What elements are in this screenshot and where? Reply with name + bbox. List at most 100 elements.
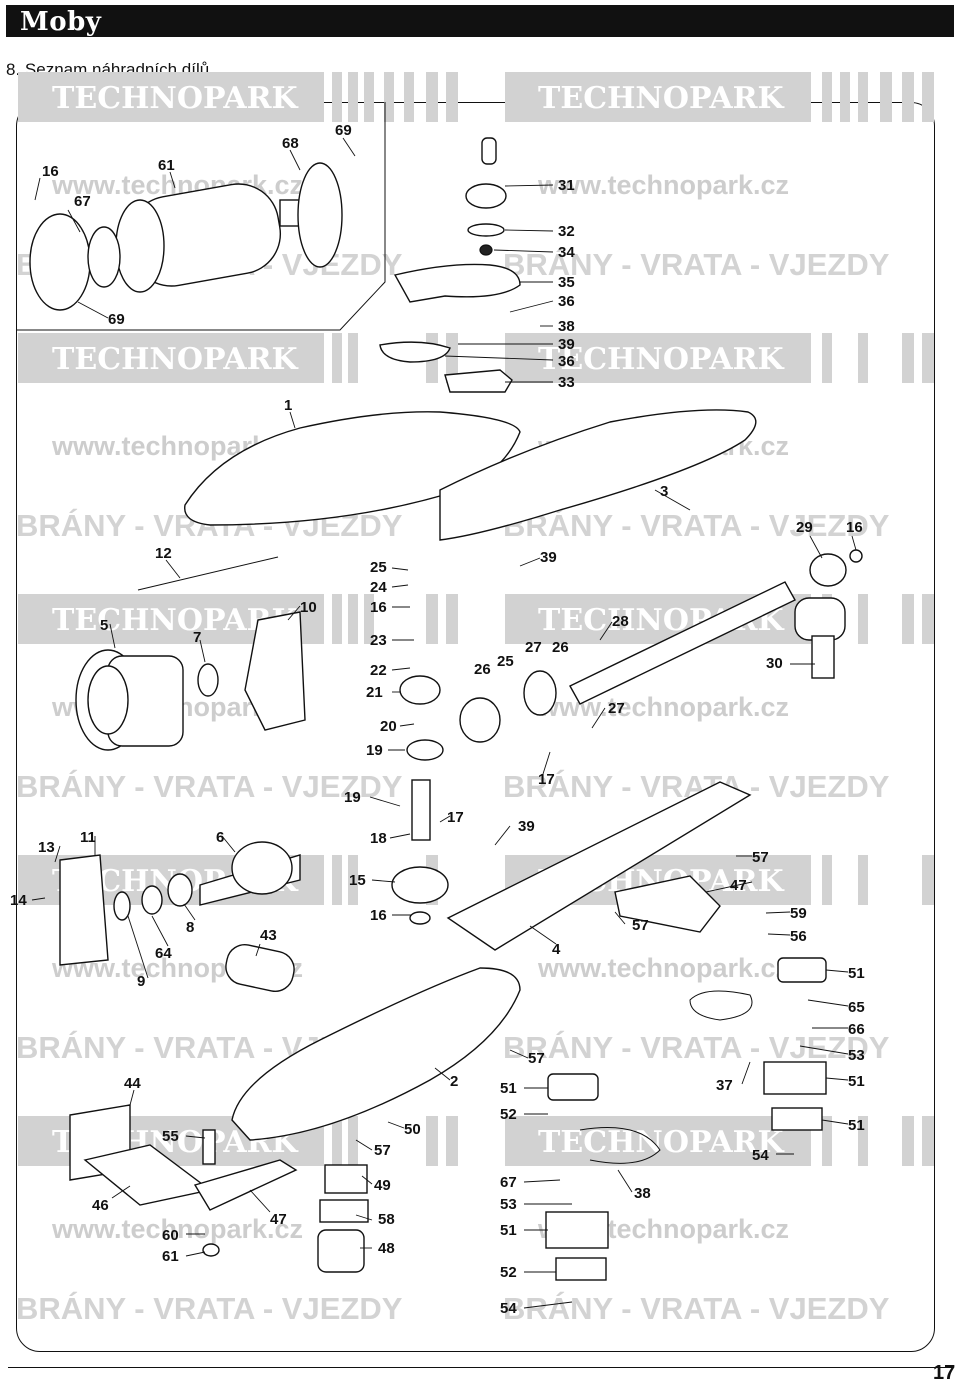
callout-number: 38 bbox=[634, 1185, 651, 1202]
watermark-slogan: BRÁNY - VRATA - VJEZDY bbox=[503, 1291, 890, 1326]
callout-number: 16 bbox=[42, 163, 59, 180]
callout-number: 38 bbox=[558, 318, 575, 335]
callout-number: 16 bbox=[846, 519, 863, 536]
key-lock-part bbox=[379, 137, 521, 393]
callout-number: 23 bbox=[370, 632, 387, 649]
callout-number: 26 bbox=[552, 639, 569, 656]
callout-number: 68 bbox=[282, 135, 299, 152]
callout-number: 21 bbox=[366, 684, 383, 701]
callout-number: 51 bbox=[848, 1073, 865, 1090]
base-rail-part bbox=[446, 781, 752, 951]
callout-number: 67 bbox=[74, 193, 91, 210]
callout-number: 49 bbox=[374, 1177, 391, 1194]
watermark-url: www.technopark.cz bbox=[537, 953, 789, 983]
callout-number: 10 bbox=[300, 599, 317, 616]
callout-number: 14 bbox=[10, 892, 27, 909]
watermark-url: www.technopark.cz bbox=[537, 170, 789, 200]
callout-number: 24 bbox=[370, 579, 387, 596]
callout-number: 57 bbox=[528, 1050, 545, 1067]
callout-number: 56 bbox=[790, 928, 807, 945]
callout-number: 1 bbox=[284, 397, 292, 414]
callout-number: 17 bbox=[538, 771, 555, 788]
callout-number: 34 bbox=[558, 244, 575, 261]
callout-number: 47 bbox=[730, 877, 747, 894]
switch-part bbox=[545, 957, 827, 1281]
callout-number: 52 bbox=[500, 1106, 517, 1123]
bracket-part bbox=[244, 611, 306, 731]
callout-number: 46 bbox=[92, 1197, 109, 1214]
callout-number: 25 bbox=[370, 559, 387, 576]
screw-part bbox=[137, 556, 279, 591]
callout-number: 17 bbox=[447, 809, 464, 826]
callout-number: 55 bbox=[162, 1128, 179, 1145]
callout-number: 31 bbox=[558, 177, 575, 194]
footer-rule bbox=[8, 1367, 952, 1368]
callout-number: 36 bbox=[558, 353, 575, 370]
header-title: Moby bbox=[20, 7, 102, 37]
callout-number: 53 bbox=[848, 1047, 865, 1064]
callout-number: 51 bbox=[848, 965, 865, 982]
callout-labels: 16 67 61 68 69 69 31 32 34 35 36 38 39 3… bbox=[10, 122, 865, 1317]
callout-number: 66 bbox=[848, 1021, 865, 1038]
callout-number: 33 bbox=[558, 374, 575, 391]
watermark-slogan: BRÁNY - VRATA - VJEZDY bbox=[503, 247, 890, 282]
cover-part bbox=[439, 409, 757, 541]
gear-part bbox=[391, 670, 557, 925]
callout-number: 65 bbox=[848, 999, 865, 1016]
callout-number: 25 bbox=[497, 653, 514, 670]
callout-number: 15 bbox=[349, 872, 366, 889]
solenoid-part bbox=[317, 1164, 369, 1273]
callout-number: 22 bbox=[370, 662, 387, 679]
callout-number: 57 bbox=[632, 917, 649, 934]
callout-number: 69 bbox=[335, 122, 352, 139]
callout-number: 9 bbox=[137, 973, 145, 990]
watermark-bar bbox=[505, 72, 811, 122]
callout-number: 54 bbox=[500, 1300, 517, 1317]
watermark-url: www.technopark.cz bbox=[537, 692, 789, 722]
callout-number: 61 bbox=[158, 157, 175, 174]
callout-number: 27 bbox=[525, 639, 542, 656]
callout-number: 4 bbox=[552, 941, 561, 958]
watermark-url: www.technopark.cz bbox=[51, 1214, 303, 1244]
callout-number: 61 bbox=[162, 1248, 179, 1265]
watermark-bar bbox=[18, 333, 324, 383]
stator-part bbox=[75, 649, 184, 751]
watermark-brand: TECHNOPARK bbox=[538, 342, 785, 377]
watermark-stripes bbox=[332, 72, 934, 1166]
watermark-slogan: BRÁNY - VRATA - VJEZDY bbox=[503, 508, 890, 543]
callout-number: 20 bbox=[380, 718, 397, 735]
callout-number: 47 bbox=[270, 1211, 287, 1228]
callout-number: 6 bbox=[216, 829, 224, 846]
callout-number: 53 bbox=[500, 1196, 517, 1213]
watermark-bar bbox=[18, 72, 324, 122]
callout-number: 13 bbox=[38, 839, 55, 856]
callout-number: 57 bbox=[374, 1142, 391, 1159]
callout-number: 67 bbox=[500, 1174, 517, 1191]
callout-number: 12 bbox=[155, 545, 172, 562]
callout-number: 51 bbox=[848, 1117, 865, 1134]
callout-number: 52 bbox=[500, 1264, 517, 1281]
callout-number: 19 bbox=[366, 742, 383, 759]
callout-number: 69 bbox=[108, 311, 125, 328]
cover-part bbox=[184, 411, 521, 526]
watermark-slogan: BRÁNY - VRATA - VJEZDY bbox=[503, 1030, 890, 1065]
callout-number: 28 bbox=[612, 613, 629, 630]
inset-border bbox=[16, 102, 386, 331]
watermark-url: www.technopark bbox=[51, 431, 268, 461]
callout-number: 39 bbox=[558, 336, 575, 353]
capacitor-part bbox=[225, 944, 295, 992]
callout-number: 2 bbox=[450, 1073, 458, 1090]
diagram-frame bbox=[16, 102, 935, 1352]
callout-number: 51 bbox=[500, 1080, 517, 1097]
callout-number: 8 bbox=[186, 919, 194, 936]
callout-number: 58 bbox=[378, 1211, 395, 1228]
watermark-slogan: BRÁNY - VRATA - VJEZDY bbox=[16, 769, 403, 804]
bearing-part bbox=[197, 663, 219, 697]
callout-number: 5 bbox=[100, 617, 108, 634]
callout-number: 35 bbox=[558, 274, 575, 291]
motor-part bbox=[29, 162, 343, 311]
callout-number: 39 bbox=[540, 549, 557, 566]
callout-number: 16 bbox=[370, 907, 387, 924]
parts-drawing bbox=[16, 102, 863, 1281]
